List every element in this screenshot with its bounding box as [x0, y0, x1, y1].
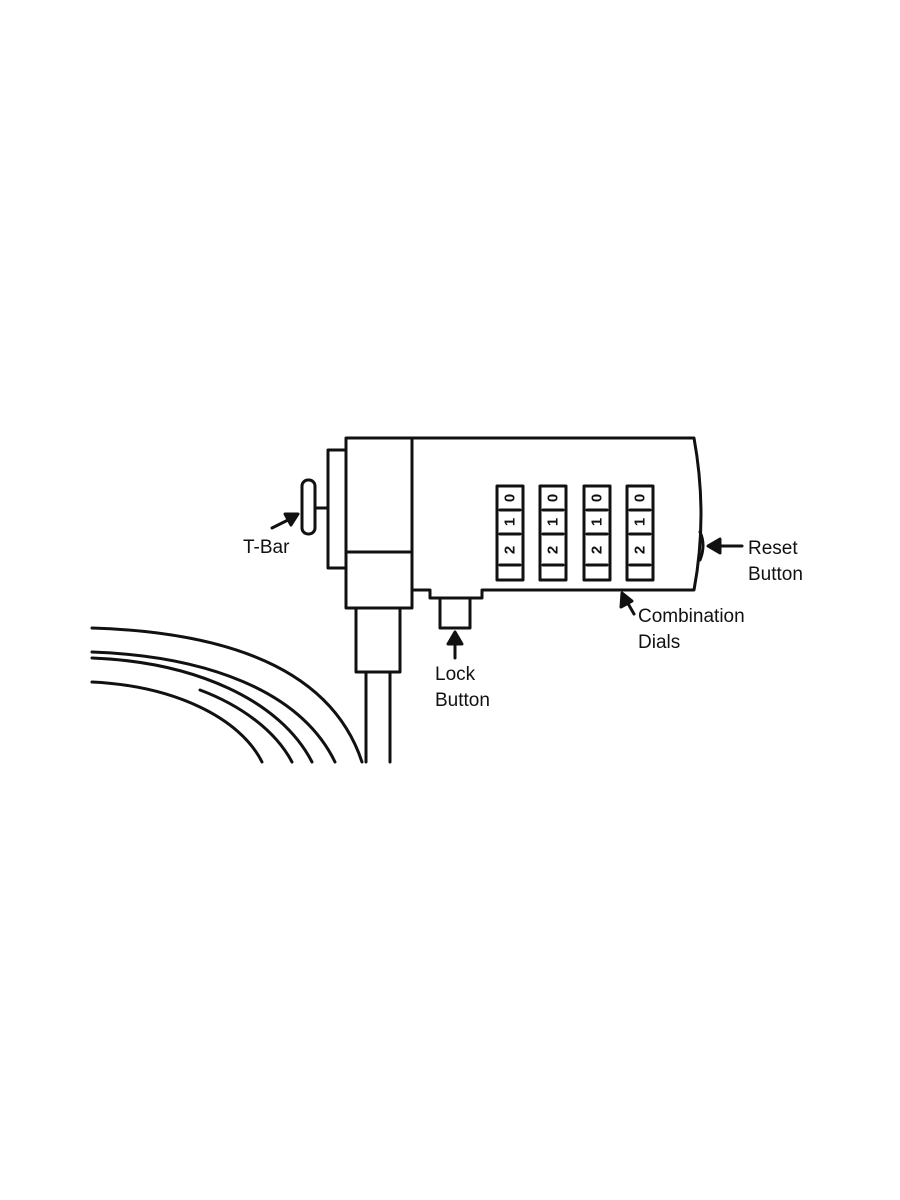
dial-4-digit-mid: 1: [632, 518, 649, 526]
dial-1-digit-top: 0: [502, 494, 519, 502]
dial-2-digit-mid: 1: [545, 518, 562, 526]
combination-arrow: [619, 591, 636, 616]
reset-label-line1: Reset: [748, 538, 798, 559]
cable-sleeve: [354, 606, 402, 674]
reset-arrow: [706, 537, 744, 555]
dial-3-digit-mid: 1: [589, 518, 606, 526]
dial-3[interactable]: [582, 484, 612, 582]
t-bar-arrow: [270, 512, 300, 530]
t-bar-label: T-Bar: [243, 537, 290, 558]
lock-button[interactable]: [438, 596, 472, 630]
t-bar[interactable]: [300, 478, 330, 536]
dial-1-digit-mid: 1: [502, 518, 519, 526]
lock-label-line2: Button: [435, 690, 490, 711]
dial-4-digit-top: 0: [632, 494, 649, 502]
dial-2-digit-bottom: 2: [545, 546, 562, 554]
dial-3-digit-top: 0: [589, 494, 606, 502]
lock-label-line1: Lock: [435, 664, 476, 685]
mount-plate: [326, 448, 348, 570]
combination-label-line2: Dials: [638, 632, 680, 653]
lock-neck: [344, 436, 414, 610]
lock-arrow: [446, 630, 464, 660]
cable-loops: [90, 626, 364, 764]
combination-dials[interactable]: [495, 484, 655, 582]
dial-4[interactable]: [625, 484, 655, 582]
dial-2[interactable]: [538, 484, 568, 582]
dial-2-digit-top: 0: [545, 494, 562, 502]
reset-button[interactable]: [698, 530, 705, 562]
dial-digits: 0 1 2 0 1 2 0 1 2 0 1 2: [502, 494, 649, 554]
dial-1-digit-bottom: 2: [502, 546, 519, 554]
combination-label-line1: Combination: [638, 606, 745, 627]
cable-stem: [364, 670, 392, 764]
dial-3-digit-bottom: 2: [589, 546, 606, 554]
dial-1[interactable]: [495, 484, 525, 582]
reset-label-line2: Button: [748, 564, 803, 585]
dial-4-digit-bottom: 2: [632, 546, 649, 554]
